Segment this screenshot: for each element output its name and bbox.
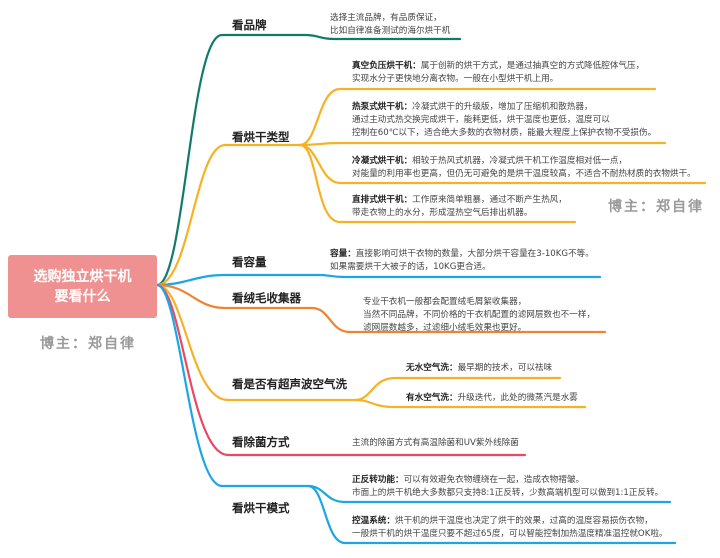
branch-ultrasonic-air-wash[interactable]: 看是否有超声波空气洗 — [232, 377, 347, 391]
leaf-sterilization[interactable]: 主流的除菌方式有高温除菌和UV紫外线除菌 — [352, 438, 519, 448]
leaf-brand[interactable]: 选择主流品牌，有品质保证， 比如自律准备测试的海尔烘干机 — [330, 13, 451, 36]
leaf-waterless-air-wash[interactable]: 无水空气洗：最早期的技术，可以祛味 — [406, 363, 553, 373]
leaf-condenser-dryer[interactable]: 冷凝式烘干机：相较于热风式机器，冷凝式烘干机工作温度相对低一点， 对能量的利用率… — [352, 156, 696, 179]
branch-sterilization[interactable]: 看除菌方式 — [232, 435, 290, 449]
watermark-left: 博主：郑自律 — [40, 336, 136, 352]
root-node[interactable]: 选购独立烘干机 要看什么 — [8, 255, 157, 318]
leaf-capacity[interactable]: 容量：直接影响可烘干衣物的数量，大部分烘干容量在3-10KG不等。 如果需要烘干… — [330, 249, 594, 272]
leaf-vented-dryer[interactable]: 直排式烘干机：工作原来简单粗暴，通过不断产生热风， 带走衣物上的水分，形成湿热空… — [352, 195, 567, 218]
branch-brand[interactable]: 看品牌 — [232, 18, 267, 32]
leaf-reverse-rotation[interactable]: 正反转功能：可以有效避免衣物缠绕在一起，造成衣物褶皱。 市面上的烘干机绝大多数都… — [352, 475, 664, 498]
watermark-right: 博主：郑自律 — [608, 199, 704, 215]
link-lint — [155, 283, 607, 334]
branch-dryer-type[interactable]: 看烘干类型 — [232, 130, 290, 144]
leaf-temperature-control[interactable]: 控温系统：烘干机的烘干温度也决定了烘干的效果，过高的温度容易损伤衣物， 一般烘干… — [352, 516, 668, 539]
link-mode — [155, 283, 310, 488]
link-ultrasonic — [155, 283, 357, 402]
branch-drying-mode[interactable]: 看烘干模式 — [232, 501, 290, 515]
leaf-vacuum-dryer[interactable]: 真空负压烘干机：属于创新的烘干方式，是通过抽真空的方式降低腔体气压， 实现水分子… — [352, 61, 645, 84]
link-sterilize — [155, 283, 527, 457]
link-capacity — [155, 273, 602, 287]
branch-capacity[interactable]: 看容量 — [232, 255, 267, 269]
root-title-line1: 选购独立烘干机 — [33, 268, 132, 285]
root-title-line2: 要看什么 — [54, 288, 111, 305]
leaf-lint-collector[interactable]: 专业干衣机一般都会配置绒毛屑絮收集器， 当然不同品牌，不同价格的干衣机配置的滤网… — [363, 297, 596, 333]
branch-lint-collector[interactable]: 看绒毛收集器 — [232, 291, 301, 305]
leaf-heat-pump-dryer[interactable]: 热泵式烘干机：冷凝式烘干的升级版，增加了压缩机和散热器， 通过主动式热交换完成烘… — [352, 102, 657, 138]
link-brand — [155, 33, 462, 287]
link-types — [155, 143, 302, 287]
leaf-water-air-wash[interactable]: 有水空气洗：升级迭代，此处的微蒸汽是水雾 — [406, 393, 578, 403]
